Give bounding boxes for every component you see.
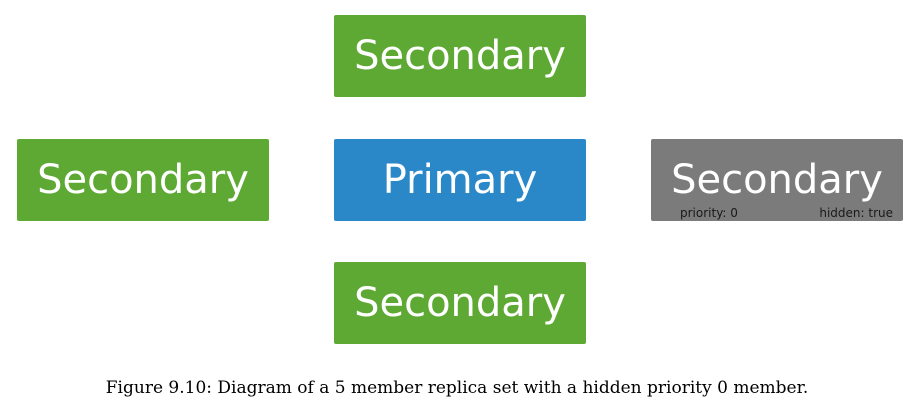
secondary-node-bottom: Secondary — [334, 262, 586, 344]
figure-caption: Figure 9.10: Diagram of a 5 member repli… — [105, 378, 809, 398]
hidden-secondary-node: Secondary priority: 0 hidden: true — [651, 139, 903, 221]
secondary-node-left: Secondary — [17, 139, 269, 221]
hidden-secondary-node-label: Secondary — [671, 157, 883, 203]
secondary-node-top-label: Secondary — [354, 33, 566, 79]
hidden-label: hidden: true — [819, 206, 893, 220]
secondary-node-left-label: Secondary — [37, 157, 249, 203]
primary-node: Primary — [334, 139, 586, 221]
secondary-node-bottom-label: Secondary — [354, 280, 566, 326]
priority-label: priority: 0 — [680, 206, 738, 220]
primary-node-label: Primary — [382, 157, 538, 203]
secondary-node-top: Secondary — [334, 15, 586, 97]
